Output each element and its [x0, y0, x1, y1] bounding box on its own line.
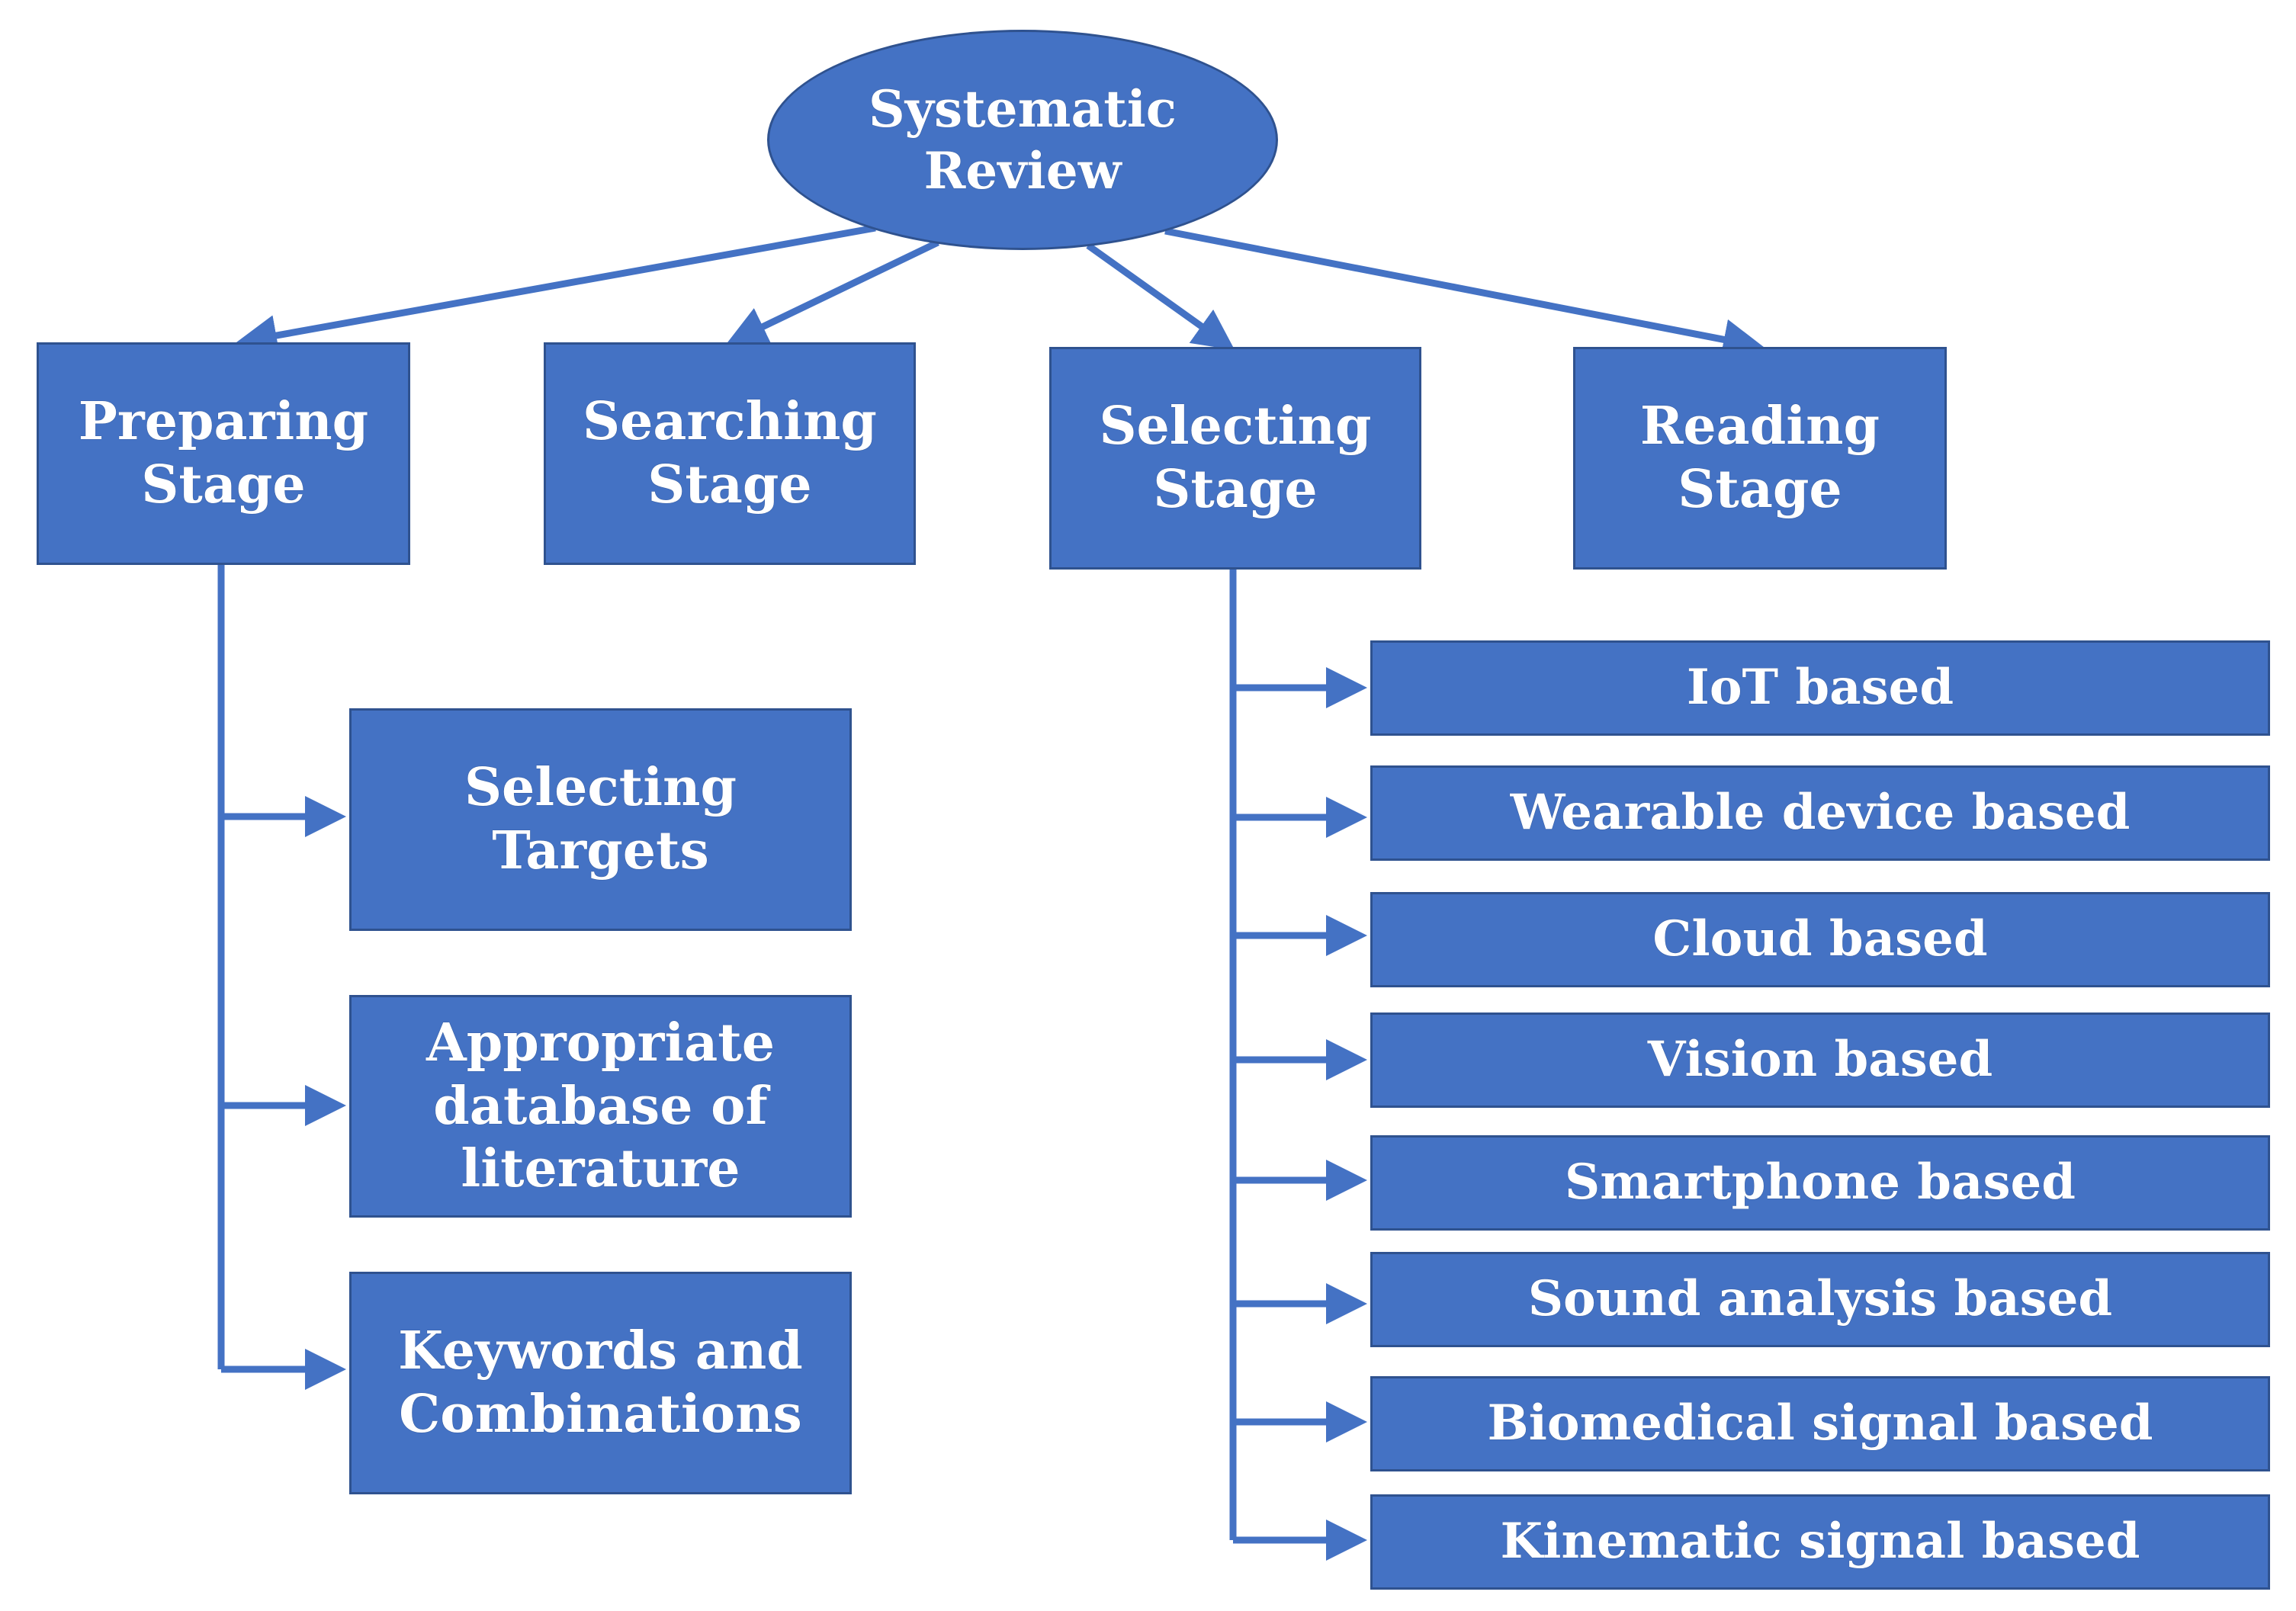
- item-kinematic-signal-based: Kinematic signal based: [1370, 1494, 2270, 1590]
- arrow-root-to-searching: [725, 239, 939, 345]
- item-keywords-and-combinations: Keywords and Combinations: [349, 1272, 852, 1494]
- item-sound-analysis-based: Sound analysis based: [1370, 1252, 2270, 1347]
- item-appropriate-database-of-literature: Appropriate database of literature: [349, 995, 852, 1218]
- stage-preparing: Preparing Stage: [37, 342, 410, 565]
- arrow-root-to-reading: [1164, 227, 1765, 360]
- arrow-root-to-preparing: [236, 224, 876, 356]
- arrow-root-to-selecting: [1086, 242, 1235, 351]
- stage-searching: Searching Stage: [544, 342, 916, 565]
- root-node-systematic-review: Systematic Review: [767, 30, 1278, 250]
- item-biomedical-signal-based: Biomedical signal based: [1370, 1376, 2270, 1471]
- item-iot-based: IoT based: [1370, 640, 2270, 736]
- item-cloud-based: Cloud based: [1370, 892, 2270, 987]
- stage-selecting: Selecting Stage: [1049, 347, 1421, 570]
- item-selecting-targets: Selecting Targets: [349, 708, 852, 931]
- item-smartphone-based: Smartphone based: [1370, 1135, 2270, 1231]
- item-vision-based: Vision based: [1370, 1012, 2270, 1108]
- item-wearable-device-based: Wearable device based: [1370, 765, 2270, 861]
- stage-reading: Reading Stage: [1573, 347, 1947, 570]
